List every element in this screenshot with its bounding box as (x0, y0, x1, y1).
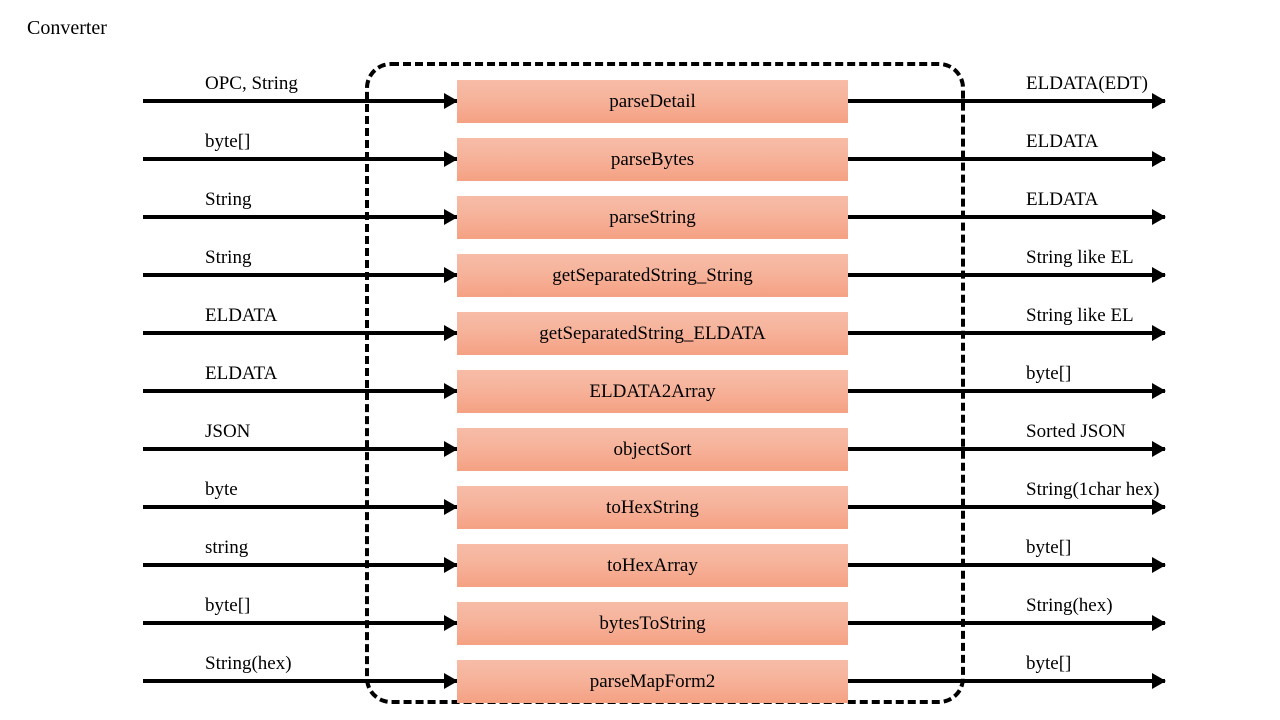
output-arrow (848, 615, 1166, 631)
flow-row: ELDATA ELDATA2Array byte[] (0, 362, 1280, 420)
process-name: objectSort (613, 438, 692, 460)
input-arrow (143, 209, 458, 225)
output-type-label: byte[] (1026, 537, 1072, 558)
output-type-label: ELDATA (1026, 189, 1099, 210)
input-arrow (143, 615, 458, 631)
input-arrow (143, 267, 458, 283)
process-box[interactable]: objectSort (457, 428, 848, 471)
process-box[interactable]: toHexString (457, 486, 848, 529)
input-type-label: ELDATA (205, 363, 278, 384)
output-type-label: ELDATA(EDT) (1026, 73, 1148, 94)
flow-row: String getSeparatedString_String String li… (0, 246, 1280, 304)
output-type-label: String(1char hex) (1026, 479, 1160, 500)
flow-row: JSON objectSort Sorted JSON (0, 420, 1280, 478)
flow-row: ELDATA getSeparatedString_ELDATA String li… (0, 304, 1280, 362)
process-name: ELDATA2Array (589, 380, 716, 402)
output-arrow (848, 151, 1166, 167)
output-arrow (848, 673, 1166, 689)
input-arrow (143, 673, 458, 689)
output-arrow (848, 383, 1166, 399)
input-type-label: byte (205, 479, 238, 500)
flow-row: String parseString ELDATA (0, 188, 1280, 246)
process-box[interactable]: ELDATA2Array (457, 370, 848, 413)
input-arrow (143, 499, 458, 515)
process-box[interactable]: toHexArray (457, 544, 848, 587)
process-box[interactable]: parseString (457, 196, 848, 239)
process-box[interactable]: parseMapForm2 (457, 660, 848, 703)
flow-row: byte[] parseBytes ELDATA (0, 130, 1280, 188)
page-title: Converter (27, 17, 107, 39)
output-type-label: byte[] (1026, 363, 1072, 384)
process-box[interactable]: getSeparatedString_String (457, 254, 848, 297)
output-type-label: byte[] (1026, 653, 1072, 674)
process-name: getSeparatedString_ELDATA (539, 322, 766, 344)
input-type-label: ELDATA (205, 305, 278, 326)
output-type-label: Sorted JSON (1026, 421, 1126, 442)
flow-row: OPC, String parseDetail ELDATA(EDT) (0, 72, 1280, 130)
input-arrow (143, 325, 458, 341)
input-type-label: String (205, 247, 252, 268)
output-arrow (848, 441, 1166, 457)
output-arrow (848, 325, 1166, 341)
output-arrow (848, 557, 1166, 573)
flow-row: byte[] bytesToString String(hex) (0, 594, 1280, 652)
input-arrow (143, 383, 458, 399)
input-arrow (143, 151, 458, 167)
input-type-label: string (205, 537, 249, 558)
output-type-label: String like EL (1026, 247, 1134, 268)
input-arrow (143, 93, 458, 109)
output-type-label: String(hex) (1026, 595, 1113, 616)
output-arrow (848, 267, 1166, 283)
input-type-label: String(hex) (205, 653, 292, 674)
input-arrow (143, 557, 458, 573)
input-type-label: byte[] (205, 131, 251, 152)
flow-row: byte toHexString String(1char hex) (0, 478, 1280, 536)
output-type-label: ELDATA (1026, 131, 1099, 152)
input-arrow (143, 441, 458, 457)
input-type-label: String (205, 189, 252, 210)
process-box[interactable]: parseDetail (457, 80, 848, 123)
process-name: bytesToString (599, 612, 706, 634)
output-arrow (848, 499, 1166, 515)
process-name: parseMapForm2 (589, 670, 716, 692)
output-type-label: String like EL (1026, 305, 1134, 326)
process-box[interactable]: bytesToString (457, 602, 848, 645)
process-name: parseDetail (609, 90, 696, 112)
process-name: toHexString (606, 496, 699, 518)
input-type-label: byte[] (205, 595, 251, 616)
input-type-label: OPC, String (205, 73, 298, 94)
flow-row: string toHexArray byte[] (0, 536, 1280, 594)
process-name: getSeparatedString_String (552, 264, 753, 286)
output-arrow (848, 93, 1166, 109)
flow-row: String(hex) parseMapForm2 byte[] (0, 652, 1280, 710)
process-name: parseString (609, 206, 696, 228)
process-box[interactable]: parseBytes (457, 138, 848, 181)
input-type-label: JSON (205, 421, 251, 442)
process-box[interactable]: getSeparatedString_ELDATA (457, 312, 848, 355)
process-name: parseBytes (610, 148, 695, 170)
output-arrow (848, 209, 1166, 225)
process-name: toHexArray (607, 554, 698, 576)
